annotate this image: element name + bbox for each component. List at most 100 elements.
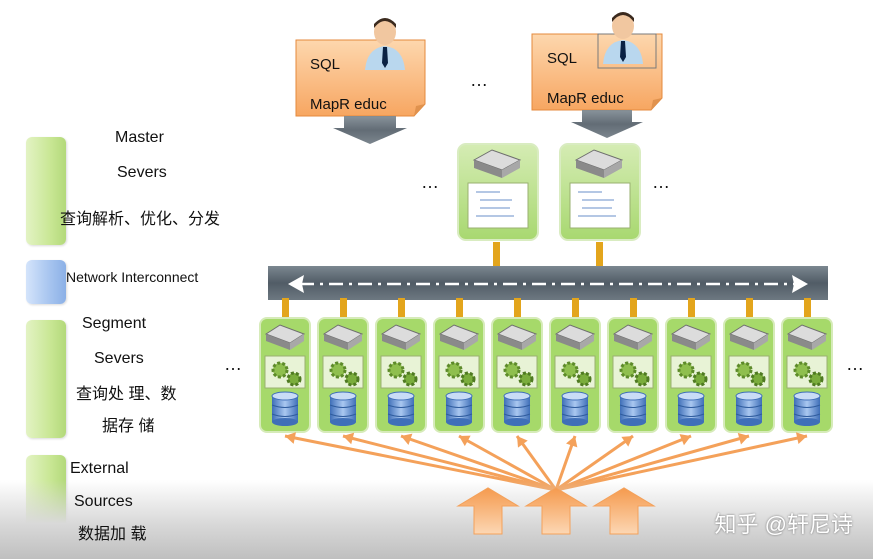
segment-connector <box>630 298 637 318</box>
legend-external-title: External <box>70 460 129 477</box>
segment-server-2 <box>317 298 369 433</box>
segment-server-6 <box>549 298 601 433</box>
master-server-1 <box>457 143 539 241</box>
bottom-shade <box>0 480 873 559</box>
gear-icon <box>387 361 418 387</box>
gear-icon <box>561 361 592 387</box>
segment-ellipsis-right: … <box>846 354 865 374</box>
load-arrowhead <box>459 435 471 447</box>
person-icon <box>603 12 643 64</box>
legend-network-box <box>26 260 66 304</box>
server-icon <box>380 324 422 350</box>
double-arrow-icon <box>288 275 808 293</box>
document-icon <box>467 182 529 229</box>
segment-connector <box>688 298 695 318</box>
gear-icon <box>445 361 476 387</box>
clients-ellipsis: … <box>470 70 489 90</box>
person-icon <box>365 18 405 70</box>
server-icon <box>574 149 624 178</box>
load-arrowhead <box>621 436 633 447</box>
load-arrowhead <box>517 436 528 448</box>
server-icon <box>786 324 828 350</box>
legend-segment-desc2: 据存 储 <box>102 418 155 435</box>
segment-server-5 <box>491 298 543 433</box>
load-arrowhead <box>285 432 296 444</box>
legend-master-subtitle: Severs <box>117 164 167 181</box>
server-icon <box>472 149 522 178</box>
load-arrowhead <box>737 432 749 445</box>
segment-connector <box>456 298 463 318</box>
legend-master-desc: 查询解析、优化、分发 <box>60 211 221 228</box>
client-1-mapr-label: MapR educ <box>310 96 387 113</box>
gear-icon <box>329 361 360 387</box>
gear-icon <box>271 361 302 387</box>
segment-server-10 <box>781 298 833 433</box>
load-arrowhead <box>401 433 413 445</box>
legend-master-box <box>26 137 66 245</box>
gear-icon <box>619 361 650 387</box>
network-interconnect-bar <box>268 266 828 300</box>
segment-server-7 <box>607 298 659 433</box>
segment-connector <box>804 298 811 318</box>
database-icon <box>793 391 821 426</box>
gear-icon <box>793 361 824 387</box>
master-ellipsis-left: … <box>421 172 440 192</box>
load-arrowhead <box>795 432 807 444</box>
watermark: 知乎 @轩尼诗 <box>714 512 853 537</box>
database-icon <box>735 391 763 426</box>
legend-external-desc: 数据加 载 <box>78 526 147 543</box>
database-icon <box>271 391 299 426</box>
segment-connector <box>398 298 405 318</box>
database-icon <box>503 391 531 426</box>
server-icon <box>438 324 480 350</box>
client-1-sql-label: SQL <box>310 56 341 73</box>
server-icon <box>612 324 654 350</box>
legend-segment-desc1: 查询处 理、数 <box>76 386 177 403</box>
master-connector-1 <box>493 242 500 268</box>
gear-icon <box>677 361 708 387</box>
server-icon <box>496 324 538 350</box>
client-2-sql-label: SQL <box>547 50 578 67</box>
database-icon <box>445 391 473 426</box>
server-icon <box>264 324 306 350</box>
legend-segment-subtitle: Severs <box>94 350 144 367</box>
segment-connector <box>572 298 579 318</box>
legend-segment-box <box>26 320 66 438</box>
segment-servers <box>259 298 833 433</box>
gear-icon <box>503 361 534 387</box>
segment-connector <box>746 298 753 318</box>
database-icon <box>677 391 705 426</box>
database-icon <box>387 391 415 426</box>
segment-server-9 <box>723 298 775 433</box>
server-icon <box>322 324 364 350</box>
master-server-2 <box>559 143 641 241</box>
segment-server-4 <box>433 298 485 433</box>
database-icon <box>619 391 647 426</box>
segment-server-8 <box>665 298 717 433</box>
legend-network-label: Network Interconnect <box>66 269 199 285</box>
client-2-mapr-label: MapR educ <box>547 90 624 107</box>
master-ellipsis-right: … <box>652 172 671 192</box>
master-connector-2 <box>596 242 603 268</box>
segment-connector <box>514 298 521 318</box>
gear-icon <box>735 361 766 387</box>
server-icon <box>554 324 596 350</box>
database-icon <box>329 391 357 426</box>
segment-server-3 <box>375 298 427 433</box>
load-arrowhead <box>679 434 691 446</box>
segment-connector <box>282 298 289 318</box>
load-arrowhead <box>343 432 355 445</box>
segment-server-1 <box>259 298 311 433</box>
legend-external-subtitle: Sources <box>74 493 133 510</box>
document-icon <box>569 182 631 229</box>
segment-ellipsis-left: … <box>224 354 243 374</box>
legend-segment-title: Segment <box>82 315 147 332</box>
segment-connector <box>340 298 347 318</box>
server-icon <box>670 324 712 350</box>
legend-master-title: Master <box>115 129 164 146</box>
database-icon <box>561 391 589 426</box>
server-icon <box>728 324 770 350</box>
load-arrowhead <box>566 436 578 448</box>
